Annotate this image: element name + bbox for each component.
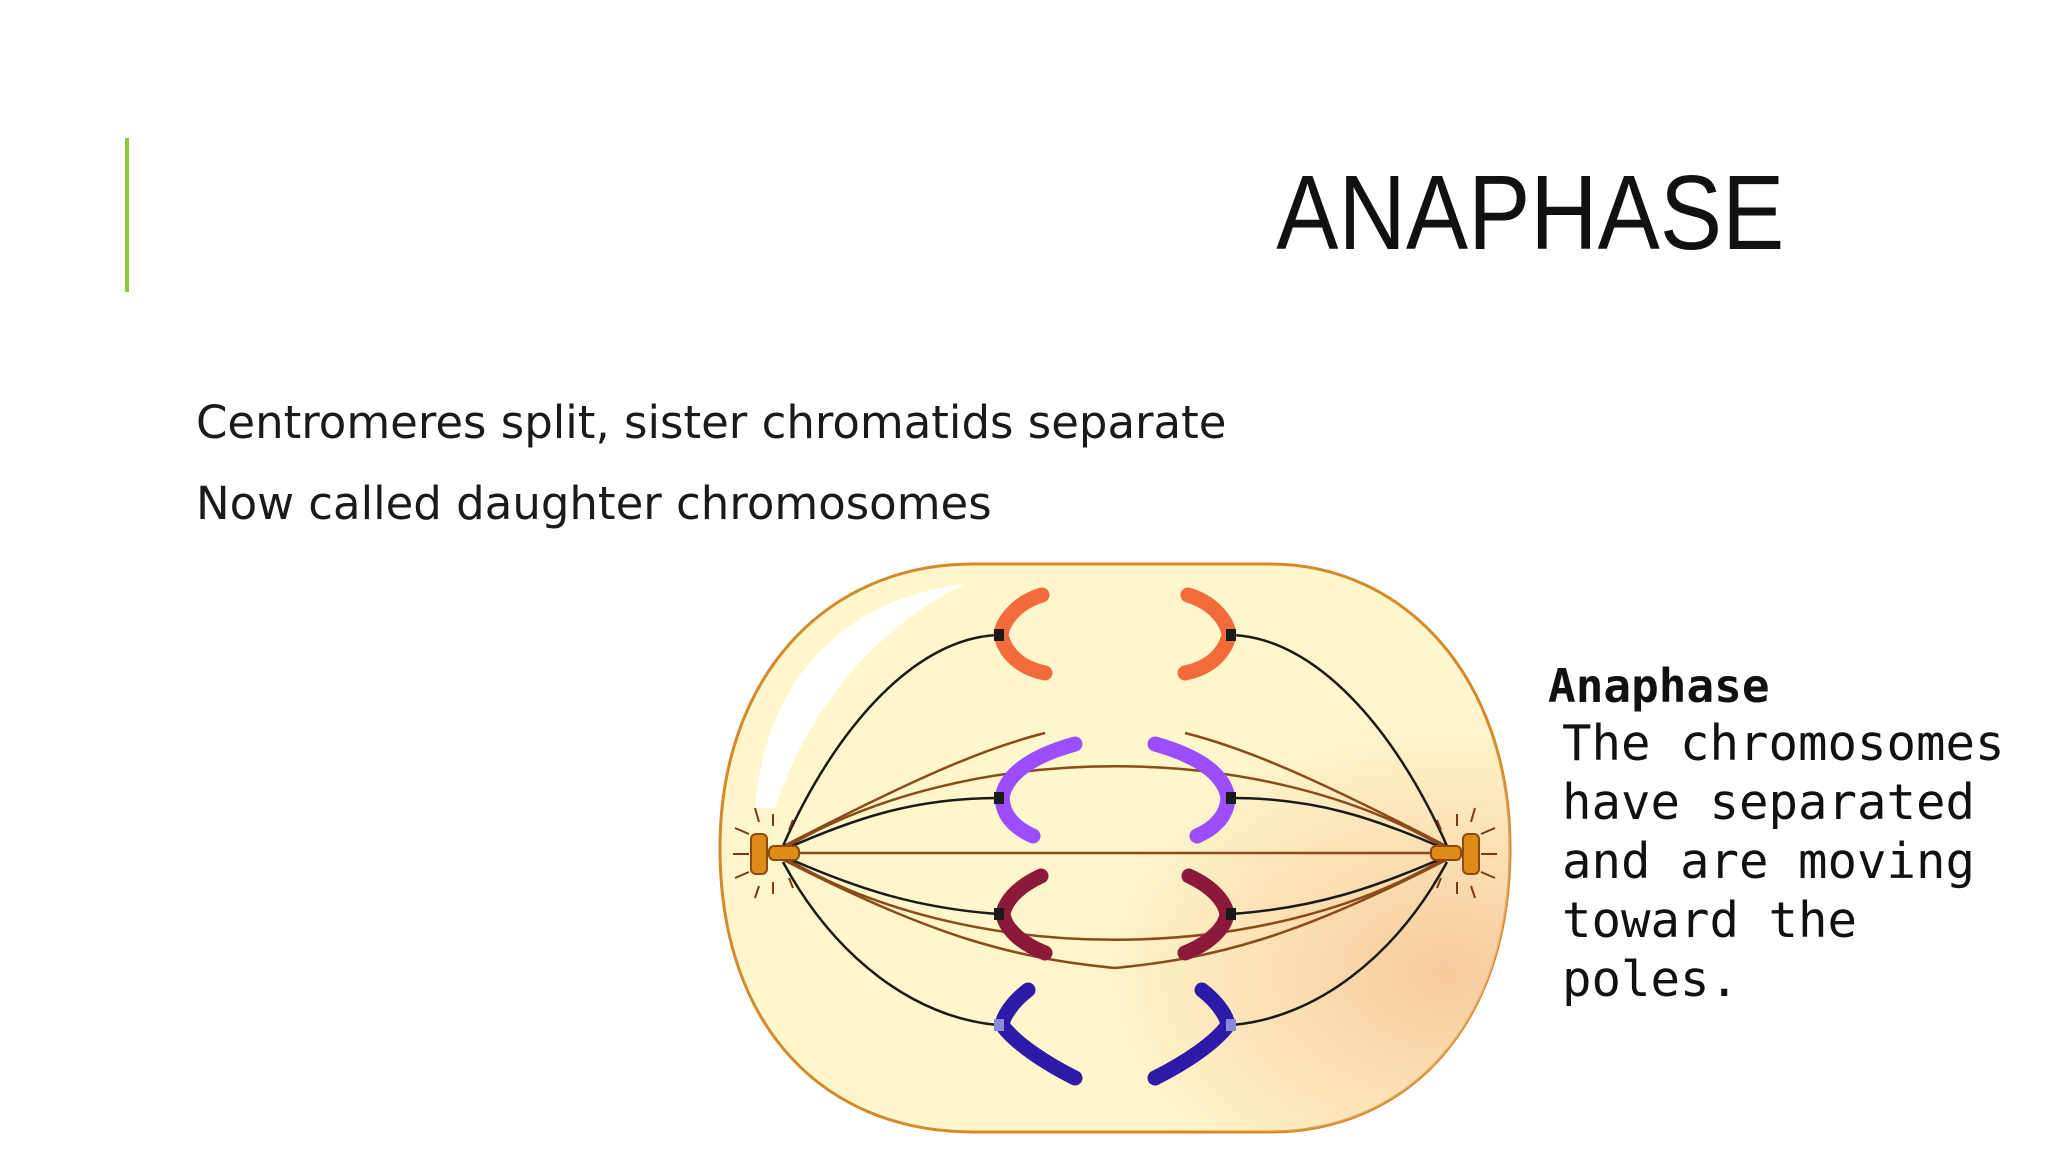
diagram-caption: Anaphase The chromosomes have separated … (1548, 658, 2005, 1009)
bullet-list: Centromeres split, sister chromatids sep… (196, 382, 1226, 544)
anaphase-diagram (718, 562, 1512, 1134)
bullet-item: Now called daughter chromosomes (196, 477, 992, 530)
cell-highlight (755, 584, 965, 808)
caption-line: have separated (1562, 774, 1976, 831)
caption-line: The chromosomes (1562, 715, 2005, 772)
right-centrosome (1430, 807, 1497, 899)
caption-line: toward the (1562, 892, 1858, 949)
bullet-item: Centromeres split, sister chromatids sep… (196, 396, 1227, 449)
caption-line: and are moving (1562, 833, 1976, 890)
kinetochore-fibers (781, 633, 1449, 1027)
accent-bar (125, 138, 129, 292)
slide-title: ANAPHASE (1275, 154, 1784, 272)
caption-line: poles. (1562, 951, 1740, 1008)
spindle-fibers (779, 731, 1451, 970)
caption-title: Anaphase (1548, 659, 1770, 713)
cell-shading (720, 564, 1510, 1132)
centromeres (994, 629, 1236, 1031)
left-centrosome (733, 807, 800, 899)
